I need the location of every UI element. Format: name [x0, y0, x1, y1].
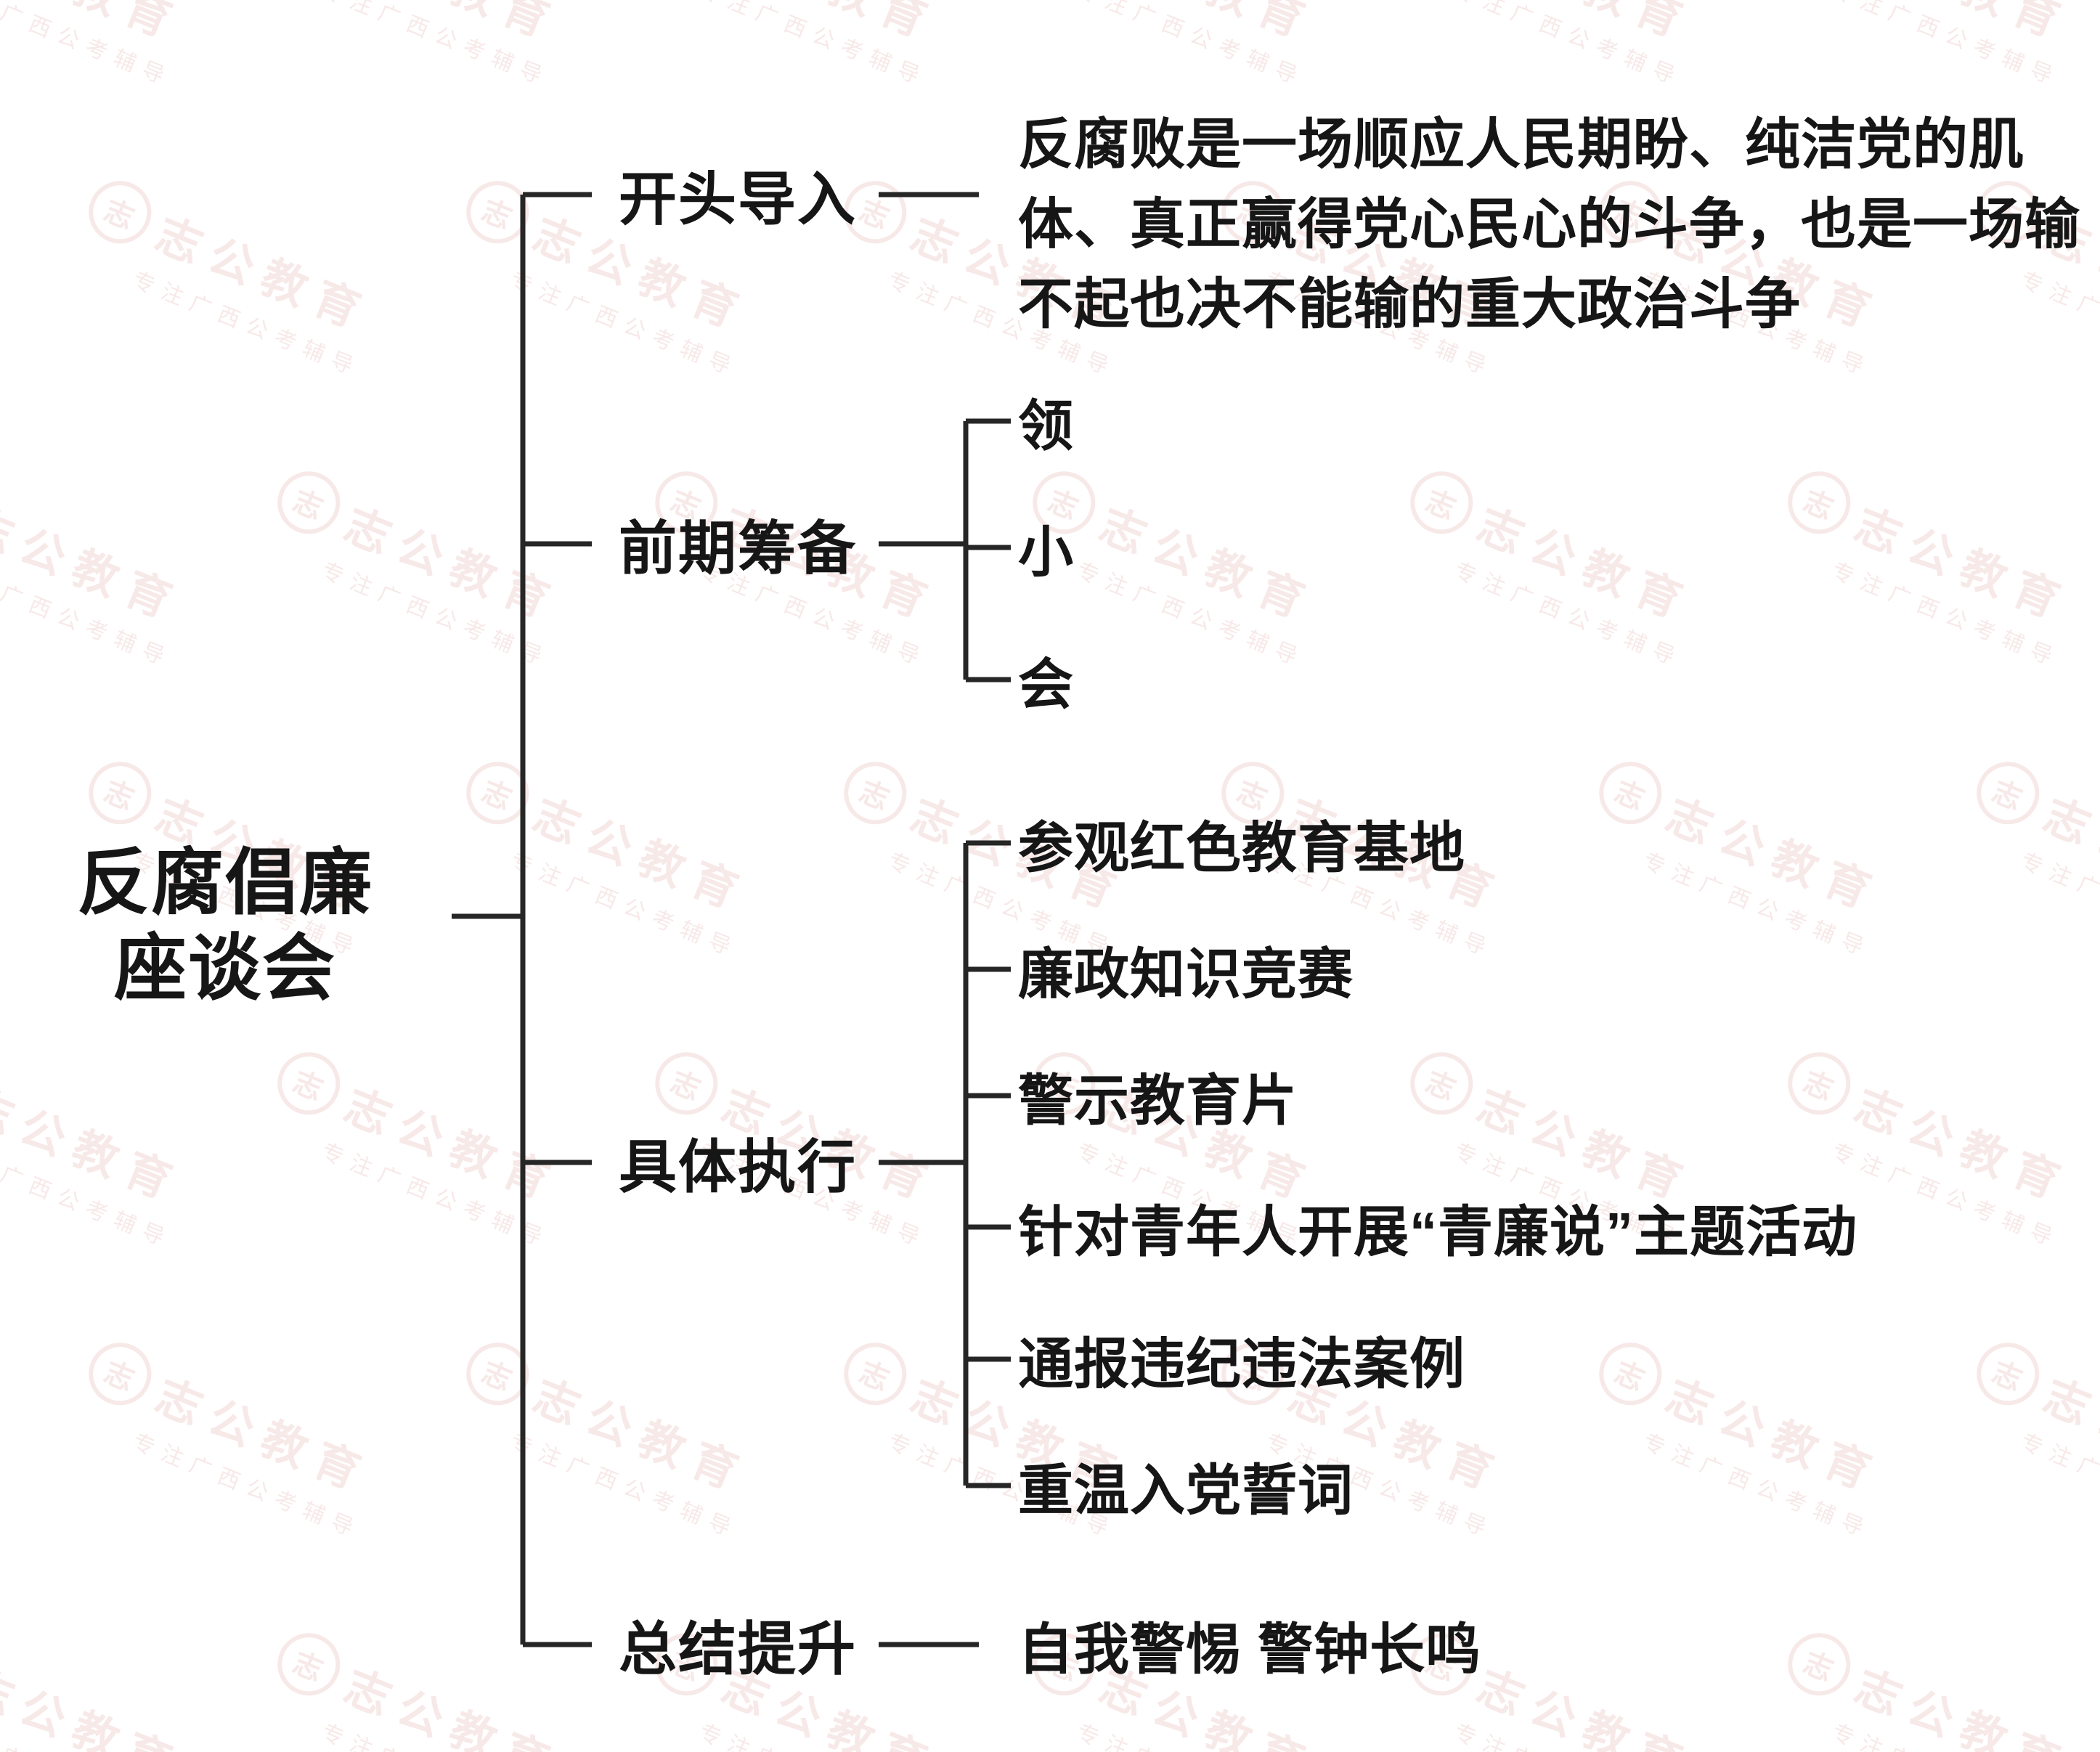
exec-child-4: 针对青年人开展“青廉说”主题活动 [1018, 1202, 1857, 1263]
prep-child-2: 小 [1018, 522, 1074, 584]
prep-child-3: 会 [1018, 654, 1074, 716]
summary-child-1: 自我警惕 警钟长鸣 [1018, 1619, 1482, 1681]
branch-label-execution: 具体执行 [619, 1135, 857, 1199]
exec-subspine [963, 840, 1011, 1488]
opening-paragraph: 反腐败是一场顺应人民期盼、纯洁党的肌体、真正赢得党心民心的斗争，也是一场输不起也… [1018, 114, 2080, 335]
branch-label-preparation: 前期筹备 [619, 516, 857, 581]
root-line1: 反腐倡廉 [77, 842, 373, 924]
branch-label-opening: 开头导入 [619, 167, 857, 232]
branch-label-summary: 总结提升 [619, 1617, 857, 1682]
root-node: 反腐倡廉 座谈会 [40, 840, 410, 1011]
exec-child-6: 重温入党誓词 [1018, 1460, 1354, 1522]
branch-out-lines [879, 192, 979, 1647]
branch-ticks [523, 192, 592, 1647]
exec-child-2: 廉政知识竞赛 [1018, 944, 1354, 1006]
exec-child-5: 通报违纪违法案例 [1018, 1334, 1465, 1396]
root-line2: 座谈会 [114, 928, 336, 1009]
prep-subspine [963, 418, 1011, 683]
prep-child-1: 领 [1018, 396, 1074, 457]
exec-child-3: 警示教育片 [1018, 1070, 1298, 1132]
exec-child-1: 参观红色教育基地 [1018, 818, 1465, 879]
